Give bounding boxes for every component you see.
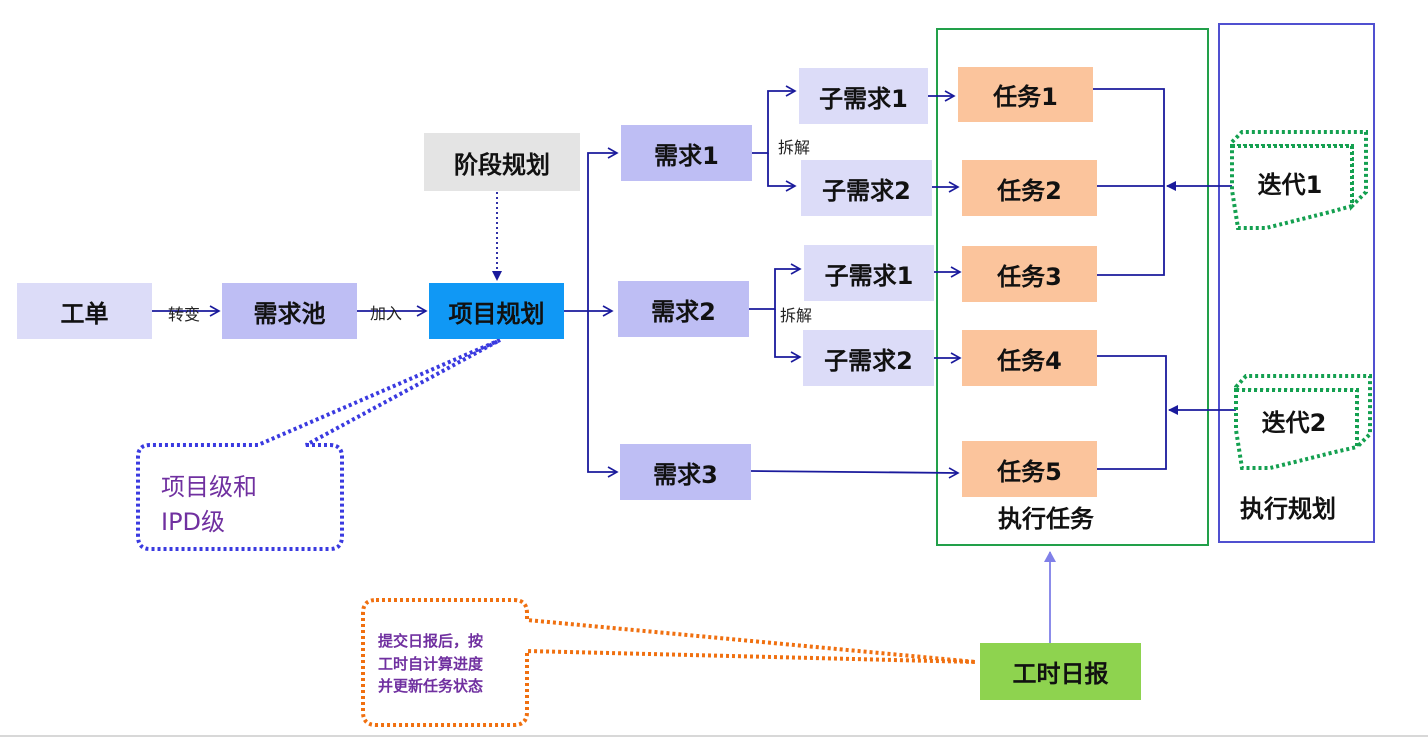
project-level-callout-text: 项目级和 IPD级 [161,470,257,540]
requirement-3-node: 需求3 [620,444,751,500]
daily-work-report-node: 工时日报 [980,643,1141,700]
branch-req1 [587,147,619,311]
daily-report-line-2: 工时自计算进度 [378,654,484,673]
bracket-tasks-4-5 [1097,355,1167,470]
sub-requirement-1b-node: 子需求1 [804,245,934,301]
sub-requirement-2a-node: 子需求2 [801,160,932,216]
iteration-2-label: 迭代2 [1261,408,1327,437]
split-edge-label-1: 拆解 [778,138,811,157]
iteration-2-shape [1234,374,1372,470]
task-1-node: 任务1 [958,67,1093,122]
iteration-1-label: 迭代1 [1257,170,1323,199]
daily-report-callout [361,598,977,727]
convert-edge-label: 转变 [168,305,201,324]
bottom-divider [0,735,1428,737]
split-req1-top [752,85,797,154]
project-level-line-1: 项目级和 [161,473,257,501]
execute-tasks-label: 执行任务 [998,505,1094,533]
requirement-pool-node: 需求池 [222,283,357,339]
project-level-callout [136,338,501,551]
bracket-tasks-1-3 [1093,88,1165,276]
daily-report-line-1: 提交日报后，按 [378,632,484,650]
execute-tasks-frame [936,28,1209,546]
split-req2-top [749,263,802,310]
join-edge-label: 加入 [370,304,403,323]
requirement-1-node: 需求1 [621,125,752,181]
branch-req3 [587,311,619,478]
task-5-node: 任务5 [962,441,1097,497]
ticket-node: 工单 [17,283,152,339]
sub-requirement-1a-node: 子需求1 [799,68,928,124]
task-2-node: 任务2 [962,160,1097,216]
split-req1-bottom [767,153,797,192]
execute-plan-frame [1218,23,1375,543]
split-req2-bottom [774,309,802,363]
iteration-1-shape [1230,130,1368,230]
sub-requirement-2b-node: 子需求2 [803,330,934,386]
task-3-node: 任务3 [962,246,1097,302]
flow-arrows [152,85,1236,479]
daily-report-line-3: 并更新任务状态 [378,677,484,695]
stage-planning-node: 阶段规划 [424,133,580,191]
split-edge-label-2: 拆解 [780,306,813,325]
project-level-line-2: IPD级 [161,507,226,536]
requirement-2-node: 需求2 [618,281,749,337]
daily-report-callout-text: 提交日报后，按 工时自计算进度 并更新任务状态 [378,630,483,698]
project-planning-node: 项目规划 [429,283,564,339]
task-4-node: 任务4 [962,330,1097,386]
arrow-req3-task5 [750,467,960,479]
execute-plan-label: 执行规划 [1240,495,1336,523]
